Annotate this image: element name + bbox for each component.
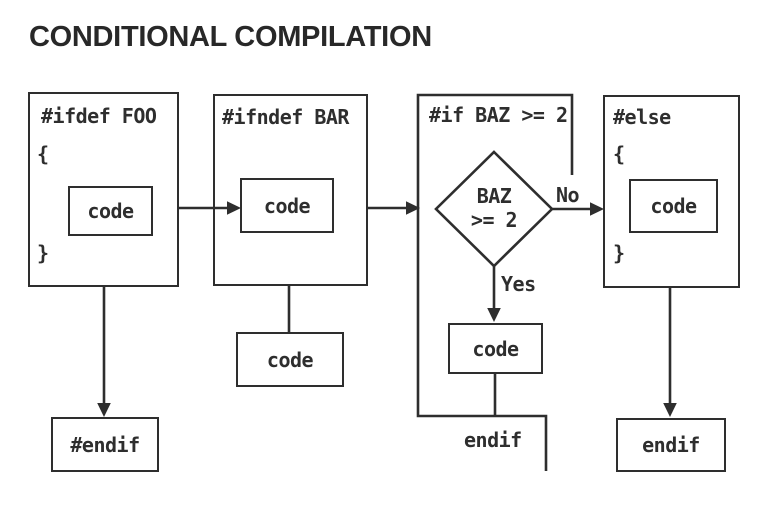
if-baz-open-frame xyxy=(416,93,574,471)
else-header: #else xyxy=(613,105,671,129)
ifdef-foo-box xyxy=(28,92,179,287)
if-baz-header: #if BAZ >= 2 xyxy=(429,103,568,127)
code-box: code xyxy=(240,178,334,233)
ifndef-bar-header: #ifndef BAR xyxy=(222,105,349,129)
close-brace: } xyxy=(613,241,625,265)
arrowhead-right-icon xyxy=(590,202,604,216)
code-box: code xyxy=(68,186,153,236)
decision-diamond xyxy=(434,150,554,268)
arrowhead-right-icon xyxy=(227,201,241,215)
arrowhead-down-icon xyxy=(663,403,677,417)
code-box: code xyxy=(236,332,344,387)
yes-branch-label: Yes xyxy=(501,272,536,296)
code-box: code xyxy=(629,179,718,233)
arrowhead-down-icon xyxy=(97,403,111,417)
code-label: code xyxy=(266,347,314,372)
code-label: code xyxy=(263,193,311,218)
close-brace: } xyxy=(37,241,49,265)
endif-box: endif xyxy=(616,418,726,472)
page-title: CONDITIONAL COMPILATION xyxy=(29,21,432,53)
endif-label: #endif xyxy=(70,432,140,457)
ifdef-foo-header: #ifdef FOO xyxy=(41,104,157,128)
arrowhead-right-icon xyxy=(406,201,420,215)
code-label: code xyxy=(472,336,519,361)
diamond-line-2: >= 2 xyxy=(470,208,518,232)
open-brace: { xyxy=(37,142,49,166)
open-brace: { xyxy=(613,142,625,166)
endif-box: #endif xyxy=(51,417,159,472)
ifndef-bar-box xyxy=(213,94,368,286)
endif-label: endif xyxy=(464,428,522,452)
endif-label: endif xyxy=(642,433,700,457)
code-label: code xyxy=(87,199,134,223)
no-branch-label: No xyxy=(556,183,580,207)
else-box xyxy=(603,95,740,288)
diamond-condition-label: BAZ >= 2 xyxy=(437,184,551,232)
diamond-line-1: BAZ xyxy=(476,184,512,208)
code-label: code xyxy=(650,194,697,218)
code-box: code xyxy=(448,323,543,374)
arrowhead-down-icon xyxy=(487,308,501,322)
